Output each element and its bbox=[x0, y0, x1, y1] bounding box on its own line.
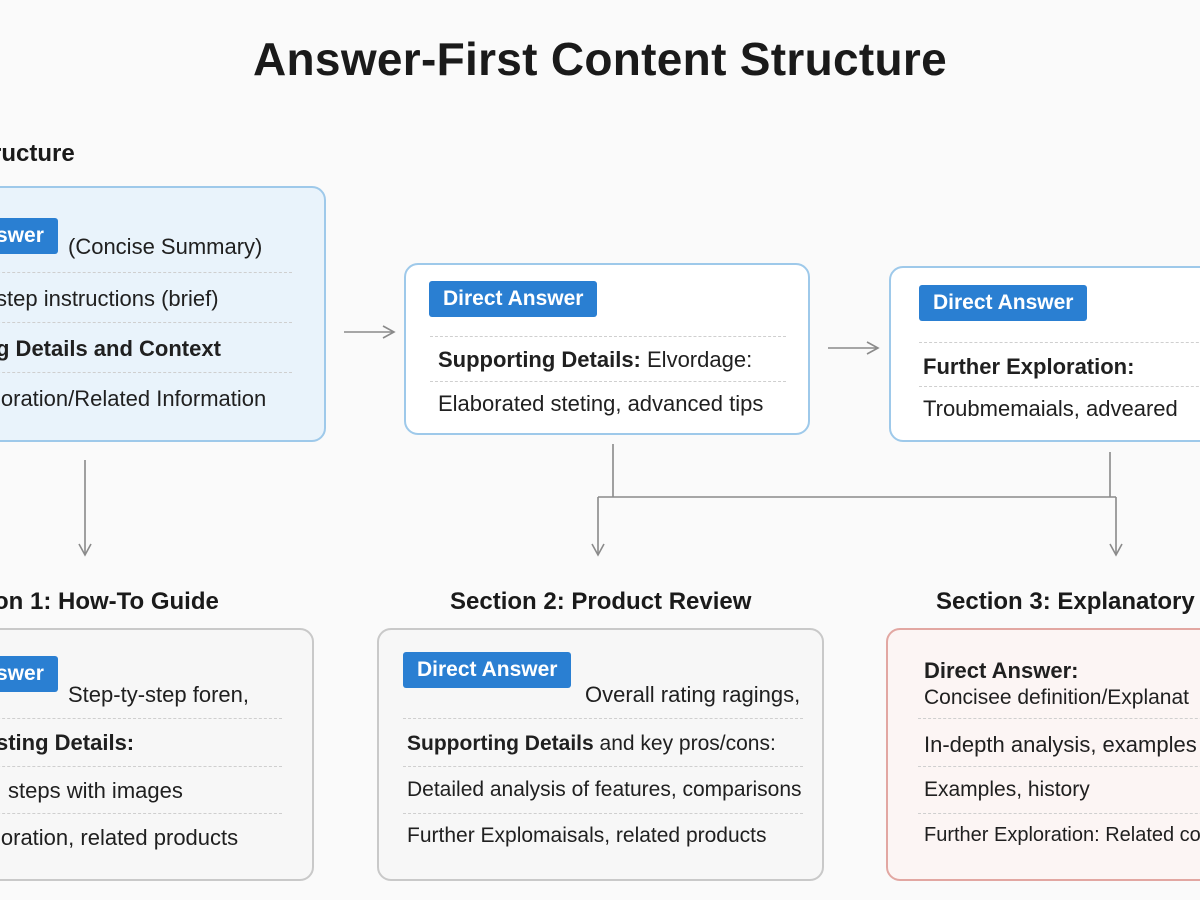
section-2-line-3: Detailed analysis of features, compariso… bbox=[407, 778, 802, 802]
mid-line-1: Supporting Details: Elvordage: bbox=[438, 347, 752, 373]
bold-text: sting Details: bbox=[0, 730, 135, 755]
text: Further Exploration: Related conce bbox=[924, 824, 1200, 846]
section-1-direct-answer-tag: swer bbox=[0, 656, 58, 692]
divider bbox=[430, 336, 786, 337]
divider bbox=[0, 718, 282, 719]
text: Examples, history bbox=[924, 778, 1090, 801]
section-2-direct-answer-tag: Direct Answer bbox=[403, 652, 572, 688]
right-direct-answer-tag: Direct Answer bbox=[919, 285, 1088, 321]
section-1-line-2: sting Details: bbox=[0, 730, 134, 756]
divider bbox=[0, 322, 292, 323]
divider bbox=[918, 813, 1200, 814]
bold-text: Direct Answer: bbox=[924, 658, 1079, 683]
text: loration, related products bbox=[0, 825, 239, 850]
divider bbox=[403, 813, 803, 814]
section-3-heading: Section 3: Explanatory bbox=[936, 588, 1195, 615]
divider bbox=[919, 342, 1200, 343]
section-3-box: Direct Answer: Conciseе definition/Expla… bbox=[886, 628, 1200, 881]
section-2-line-4: Further Explomaisals, related products bbox=[407, 824, 767, 848]
divider bbox=[403, 766, 803, 767]
section-3-line-5: Further Exploration: Related conce bbox=[924, 824, 1200, 847]
text: In-depth analysis, examples bbox=[924, 732, 1197, 757]
right-line-1-bold: Further Exploration: bbox=[923, 354, 1135, 379]
mid-line-1-bold: Supporting Details: bbox=[438, 347, 641, 372]
text: Overall rating ragings, bbox=[585, 682, 801, 707]
divider bbox=[430, 381, 786, 382]
diagram-title: Answer-First Content Structure bbox=[253, 33, 947, 85]
text: Conciseе definition/Explanat bbox=[924, 686, 1190, 709]
divider bbox=[919, 386, 1200, 387]
section-1-line-4: loration, related products bbox=[0, 825, 238, 851]
right-top-box: Direct Answer Further Exploration: Troub… bbox=[889, 266, 1200, 442]
mid-line-1-rest: Elvordage: bbox=[640, 347, 753, 372]
bold-text: Supporting Details bbox=[407, 732, 594, 755]
right-line-2: Troubmemaials, adveared bbox=[923, 396, 1178, 421]
section-2-box: Direct Answer Overall rating ragings, Su… bbox=[377, 628, 824, 881]
divider bbox=[0, 372, 292, 373]
section-3-line-4: Examples, history bbox=[924, 778, 1090, 802]
section-1-box: swer Step-ty-step foren, sting Details: … bbox=[0, 628, 314, 881]
section-3-line-2: Conciseе definition/Explanat bbox=[924, 686, 1189, 710]
text: Further Explomaisals, related products bbox=[407, 824, 767, 847]
section-2-heading: Section 2: Product Review bbox=[450, 588, 752, 615]
section-2-line-1: Overall rating ragings, bbox=[585, 682, 800, 708]
text: Step-ty-step foren, bbox=[68, 682, 249, 707]
right-line-1: Further Exploration: bbox=[923, 354, 1134, 380]
main-direct-answer-tag: swer bbox=[0, 218, 58, 254]
section-1-heading: on 1: How-To Guide bbox=[0, 588, 219, 615]
section-3-line-3: In-depth analysis, examples bbox=[924, 732, 1197, 758]
main-structure-box: swer (Concise Summary) step instructions… bbox=[0, 186, 326, 442]
divider bbox=[0, 766, 282, 767]
divider bbox=[403, 718, 803, 719]
text: and key pros/cons: bbox=[593, 732, 776, 755]
main-line-2: step instructions (brief) bbox=[0, 286, 219, 311]
divider bbox=[918, 718, 1200, 719]
main-line-3: g Details and Context bbox=[0, 336, 221, 362]
mid-top-box: Direct Answer Supporting Details: Elvord… bbox=[404, 263, 810, 435]
text: steps with images bbox=[8, 778, 183, 803]
main-line-4: loration/Related Information bbox=[0, 386, 267, 411]
text: Detailed analysis of features, compariso… bbox=[407, 778, 802, 801]
divider bbox=[0, 272, 292, 273]
mid-line-2: Elaborated steting, advanced tips bbox=[438, 391, 764, 416]
main-line-1: (Concise Summary) bbox=[68, 234, 263, 259]
mid-direct-answer-tag: Direct Answer bbox=[429, 281, 598, 317]
divider bbox=[918, 766, 1200, 767]
section-3-line-1: Direct Answer: bbox=[924, 658, 1078, 684]
section-1-line-3: steps with images bbox=[8, 778, 183, 804]
section-2-line-2: Supporting Details and key pros/cons: bbox=[407, 732, 776, 756]
divider bbox=[0, 813, 282, 814]
structure-heading: ructure bbox=[0, 140, 75, 167]
section-1-line-1: Step-ty-step foren, bbox=[68, 682, 249, 708]
main-line-3-text: g Details and Context bbox=[0, 336, 221, 361]
